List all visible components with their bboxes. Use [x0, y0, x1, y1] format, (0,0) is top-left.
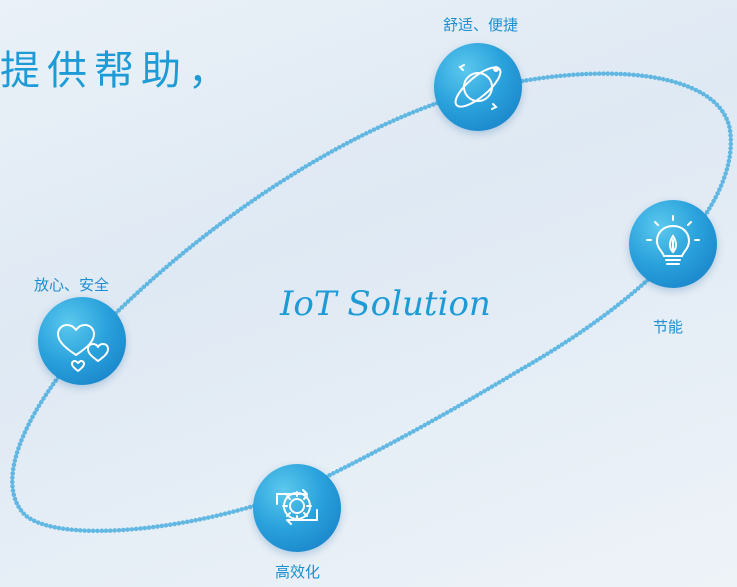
center-title: IoT Solution: [280, 284, 491, 324]
headline: 提供帮助，: [0, 48, 235, 94]
node-label-comfort: 舒适、便捷: [443, 16, 519, 34]
node-comfort: [434, 43, 522, 131]
node-safety: [38, 297, 126, 385]
orbit-planet-icon: [454, 64, 502, 110]
node-label-energy: 节能: [653, 318, 684, 336]
node-efficiency: [253, 464, 341, 552]
node-label-safety: 放心、安全: [34, 276, 110, 294]
lightbulb-leaf-icon: [646, 215, 700, 265]
gear-cycle-icon: [276, 489, 318, 525]
node-energy: [629, 200, 717, 288]
node-label-efficiency: 高效化: [275, 563, 321, 581]
hearts-icon: [57, 324, 109, 372]
